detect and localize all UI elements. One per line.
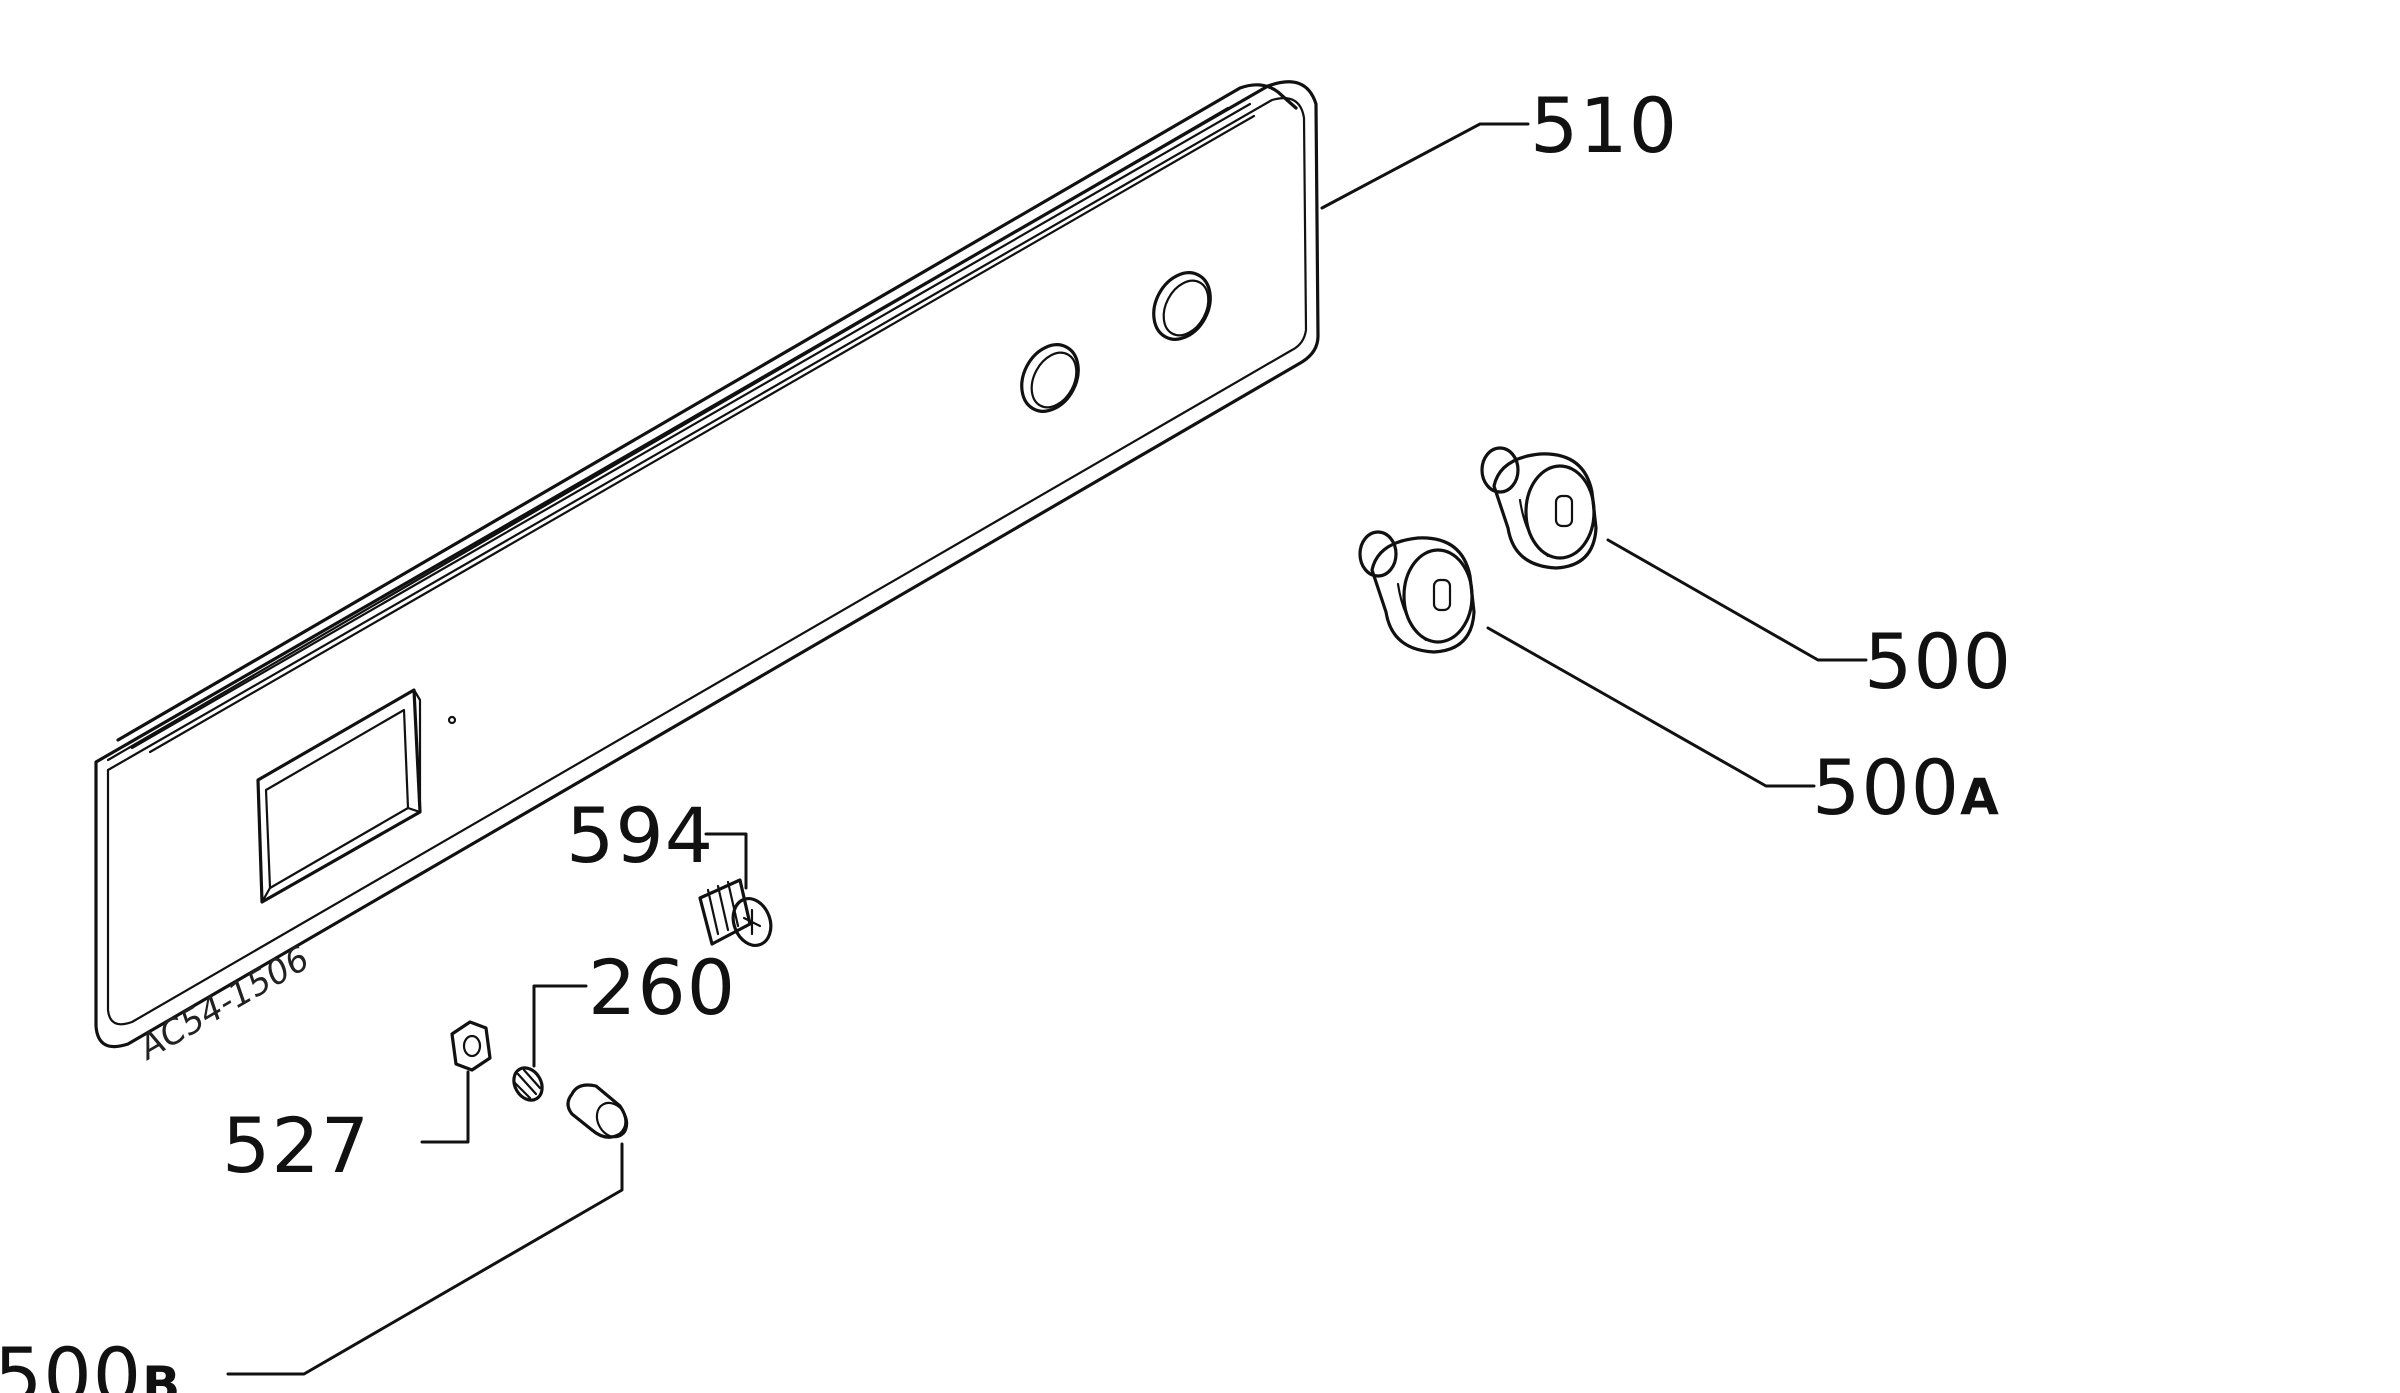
- panel-top-ridge: [130, 102, 1252, 750]
- callout-260: 260: [588, 943, 736, 1032]
- spring-260-body: [512, 1066, 544, 1102]
- screw-594-head: [731, 897, 773, 947]
- knob-500-face: [1524, 464, 1596, 560]
- nut-527-body: [450, 1020, 492, 1072]
- callout-500a: 500A: [1812, 743, 1999, 832]
- knob-500a-shaft: [1358, 530, 1398, 578]
- knob-500a-face: [1402, 548, 1474, 644]
- button-cap-500b[interactable]: [566, 1083, 633, 1143]
- callout-527: 527: [222, 1101, 370, 1190]
- knob-500a-body: [1370, 536, 1476, 654]
- panel-top-ridge-2: [148, 114, 1256, 754]
- knob-hole-right: [1152, 271, 1212, 341]
- leader-500a: [1486, 626, 1816, 788]
- screw-594[interactable]: [698, 878, 777, 951]
- panel-front-rim: [106, 97, 1308, 1026]
- screw-594-cross: [742, 908, 762, 936]
- knob-500[interactable]: [1480, 446, 1598, 570]
- knob-500-slot: [1554, 494, 1574, 528]
- button-cap-500b-face: [595, 1101, 629, 1139]
- knob-500a-rim: [1396, 582, 1428, 642]
- screw-594-thread: [698, 878, 752, 946]
- screw-594-thread-lines: [706, 880, 740, 936]
- display-window-inset: [260, 688, 422, 904]
- nut-527[interactable]: [450, 1020, 492, 1072]
- callout-500: 500: [1864, 617, 2012, 706]
- knob-500-shaft: [1480, 446, 1520, 494]
- leader-500b: [226, 1142, 624, 1376]
- leader-594: [704, 832, 748, 890]
- leader-260: [532, 984, 588, 1068]
- panel-marking: AC54-1506: [131, 939, 316, 1069]
- leader-527: [420, 1070, 470, 1144]
- knob-500a[interactable]: [1358, 530, 1476, 654]
- panel-back-edge: [116, 83, 1298, 742]
- knob-hole-left: [1020, 343, 1080, 413]
- button-cap-500b-body: [566, 1083, 628, 1139]
- spring-260-coils: [512, 1068, 542, 1100]
- knob-500-body: [1492, 452, 1598, 570]
- spring-260[interactable]: [508, 1063, 548, 1105]
- callout-594: 594: [566, 791, 714, 880]
- callout-500b: 500B: [0, 1331, 180, 1393]
- leader-500: [1606, 538, 1868, 662]
- panel-indicator-dot: [447, 715, 457, 725]
- display-window-bezel: [264, 708, 410, 890]
- panel-front-face: [94, 80, 1320, 1049]
- callout-510: 510: [1530, 81, 1678, 170]
- knob-hole-right-inner: [1162, 279, 1210, 337]
- leader-510: [1320, 122, 1530, 210]
- knob-500a-slot: [1432, 578, 1452, 612]
- knob-hole-left-inner: [1030, 351, 1078, 409]
- nut-527-hole: [462, 1034, 482, 1058]
- knob-500-rim: [1518, 498, 1550, 558]
